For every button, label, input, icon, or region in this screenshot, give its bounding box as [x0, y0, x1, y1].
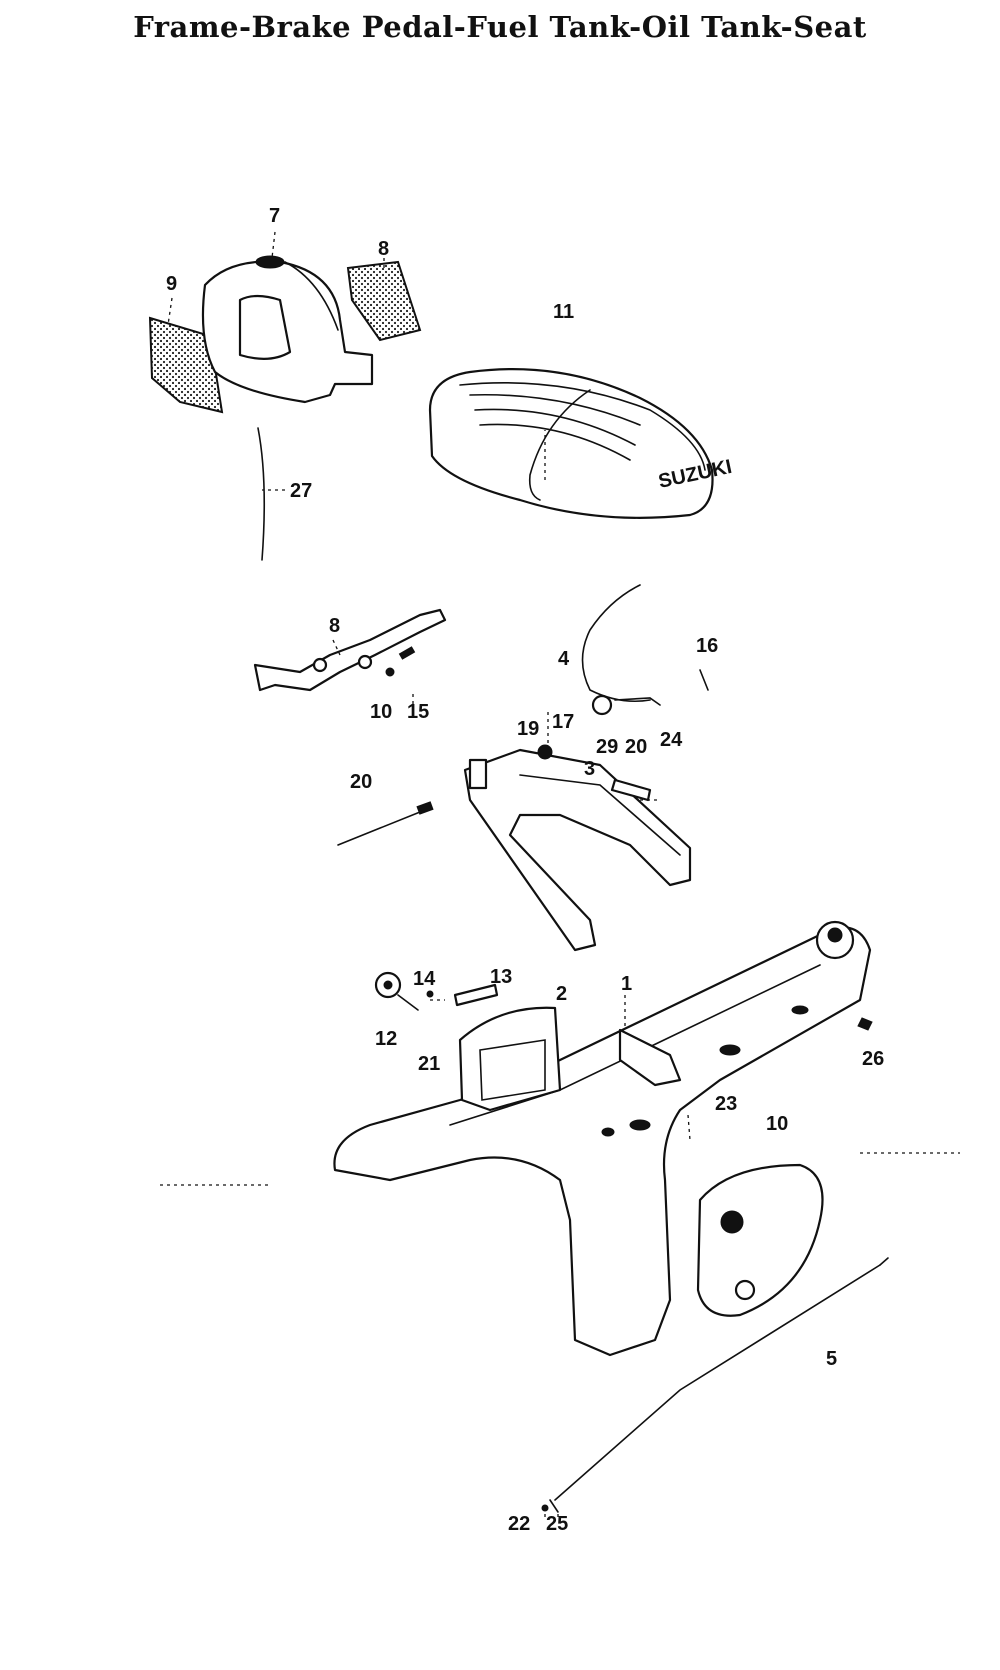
- callout-8-rod: 8: [329, 615, 340, 637]
- part-13: [453, 983, 499, 1007]
- callout-9: 9: [166, 273, 177, 295]
- diagram-title: Frame-Brake Pedal-Fuel Tank-Oil Tank-Sea…: [133, 10, 867, 44]
- bolt-26: [857, 1017, 873, 1031]
- callout-17: 17: [552, 711, 574, 733]
- washer-10: [385, 667, 395, 677]
- callout-20-shaft: 20: [350, 771, 372, 793]
- callout-26: 26: [862, 1048, 884, 1070]
- clip-24: [614, 697, 661, 706]
- callout-23: 23: [715, 1093, 737, 1115]
- oil-tank-cap: [255, 255, 285, 269]
- callout-25: 25: [546, 1513, 568, 1535]
- callout-13: 13: [490, 966, 512, 988]
- pin-16: [699, 669, 709, 691]
- fuel-line-27: [257, 427, 266, 561]
- bolt-15: [398, 646, 416, 660]
- callout-8-top: 8: [378, 238, 389, 260]
- frame-main: [333, 926, 872, 1357]
- brake-rod-5: [554, 1264, 881, 1501]
- callout-3: 3: [584, 758, 595, 780]
- seat-strap: [528, 389, 591, 501]
- stand-bracket: [468, 758, 488, 790]
- frame-bracket-1: [618, 1028, 682, 1087]
- bracket-4: [581, 584, 651, 703]
- callout-14: 14: [413, 968, 436, 990]
- callout-10-cover: 10: [766, 1113, 788, 1135]
- brake-rod-8: [253, 608, 447, 692]
- callout-2: 2: [556, 983, 567, 1005]
- seat-assembly: SUZUKI: [428, 368, 734, 519]
- tank-pad: [346, 260, 422, 342]
- callout-16: 16: [696, 635, 718, 657]
- cover-knob: [720, 1210, 744, 1234]
- oil-tank-group: [148, 255, 422, 561]
- callout-27: 27: [290, 480, 312, 502]
- callout-10-rod: 10: [370, 701, 392, 723]
- callout-21: 21: [418, 1053, 440, 1075]
- callout-24: 24: [660, 729, 683, 751]
- oil-tank-inner-window: [238, 294, 292, 360]
- callout-22: 22: [508, 1513, 530, 1535]
- cotter-25: [549, 1499, 559, 1513]
- seat-body: [428, 368, 714, 519]
- main-stand-group: [337, 744, 692, 952]
- main-stand: [463, 748, 692, 952]
- callouts: 7 8 9 11 27 8 10 15 4 16 19 17 29 20 24 …: [166, 205, 884, 1535]
- callout-11: 11: [553, 301, 574, 323]
- nut-14: [426, 990, 434, 998]
- side-cover-10: [696, 1163, 824, 1317]
- callout-7: 7: [269, 205, 280, 227]
- callout-20-upper: 20: [625, 736, 647, 758]
- oil-tank-hose: [284, 261, 339, 331]
- callout-12: 12: [375, 1028, 397, 1050]
- side-cover-group: [696, 1163, 824, 1317]
- callout-1: 1: [621, 973, 632, 995]
- callout-4: 4: [558, 648, 570, 670]
- frame-assembly: [333, 920, 873, 1357]
- shaft-20: [337, 811, 421, 846]
- callout-5: 5: [826, 1348, 837, 1370]
- oil-tank-body: [201, 260, 374, 404]
- bracket-group: [581, 584, 709, 716]
- spring-hook-19: [537, 744, 553, 760]
- battery-box-2: [458, 1006, 562, 1112]
- callout-19: 19: [517, 718, 539, 740]
- callout-29: 29: [596, 736, 618, 758]
- callout-15: 15: [407, 701, 429, 723]
- leader-lines: [160, 231, 960, 1517]
- spring-29: [591, 694, 613, 716]
- brake-pedal-group: [253, 608, 447, 692]
